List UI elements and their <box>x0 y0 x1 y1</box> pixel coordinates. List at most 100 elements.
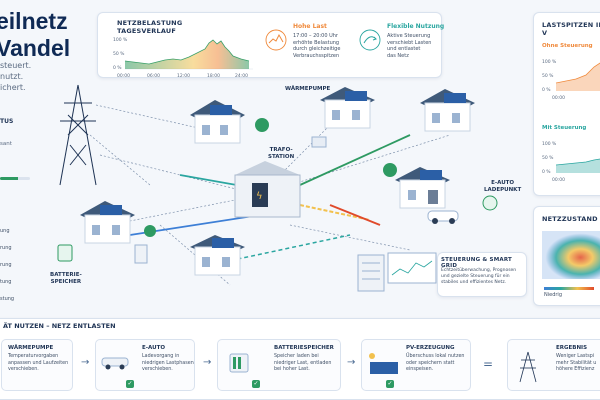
station-label-line: STATION <box>268 154 295 160</box>
benefit-title: PV-ERZEUGUNG <box>406 345 455 351</box>
high-load-line: Verbrauchsspitzen <box>293 52 340 59</box>
x-tick: 18:00 <box>207 73 220 79</box>
load-title-line: NETZBELASTUNG <box>117 19 183 27</box>
heat-pump-label: WÄRMEPUMPE <box>285 86 331 92</box>
solar-panel-icon <box>369 353 398 374</box>
battery-badge-icon <box>57 244 73 262</box>
benefit-text: Ladevorgang in niedrigen Lastphasen vers… <box>142 354 194 374</box>
benefit-line: niedrigen Lastphasen <box>142 360 194 366</box>
benefit-card-pv: ✓ PV-ERZEUGUNG Überschuss lokal nutzen o… <box>361 339 471 391</box>
high-load-title: Hohe Last <box>293 23 327 30</box>
station-label-line: TRAFO- <box>269 147 293 153</box>
battery-label-line: SPEICHER <box>50 279 82 285</box>
benefit-line: Speicher laden bei <box>274 354 319 359</box>
benefit-card-heatpump: WÄRMEPUMPE Temperaturvorgaben anpassen u… <box>1 339 73 391</box>
high-load-line: erhöhte Belastung <box>293 39 340 46</box>
status-bar-fill <box>0 177 18 180</box>
legend-low-label: Niedrig <box>544 292 562 298</box>
y-tick: 0 % <box>542 169 551 175</box>
battery-label: BATTERIE- SPEICHER <box>50 272 82 286</box>
subtitle-line: nutzt. <box>0 72 24 81</box>
benefit-line: einspeisen. <box>406 367 434 373</box>
x-tick: 00:00 <box>552 95 565 101</box>
with-control-label: Mit Steuerung <box>542 125 587 131</box>
grid-heatmap <box>542 231 600 279</box>
benefit-title: ERGEBNIS <box>556 345 588 351</box>
flexible-line: das Netz <box>387 52 409 59</box>
x-tick: 06:00 <box>147 73 160 79</box>
x-tick: 00:00 <box>552 177 565 183</box>
side-label: ung <box>0 228 10 234</box>
without-control-label: Ohne Steuerung <box>542 43 593 49</box>
arrow-right-icon: → <box>81 357 90 368</box>
y-tick: 50 % <box>113 51 125 57</box>
transformer-station-label: TRAFO- STATION <box>268 147 294 161</box>
side-label: rung <box>0 262 12 268</box>
load-profile-card: NETZBELASTUNG TAGESVERLAUF 100 % 50 % 0 … <box>97 12 444 79</box>
equals-sign: = <box>483 357 494 371</box>
load-area <box>125 40 249 69</box>
high-load-info: Hohe Last 17:00 – 20:00 Uhr erhöhte Bela… <box>265 23 361 59</box>
area <box>556 159 600 173</box>
smart-grid-title: STEUERUNG & SMART GRID <box>441 257 512 269</box>
benefit-text: Weniger Lastspi mehr Stabilität u höhere… <box>556 354 596 374</box>
svg-text:ϟ: ϟ <box>256 191 263 202</box>
battery-label-line: BATTERIE- <box>50 272 82 278</box>
benefit-line: Ladevorgang in <box>142 354 180 359</box>
benefit-title: BATTERIESPEICHER <box>274 345 334 351</box>
arrow-right-icon: → <box>347 357 356 368</box>
tree-icon <box>255 118 269 132</box>
server-rack-icon <box>357 254 385 292</box>
ev-label-line: LADEPUNKT <box>484 187 522 193</box>
house-top-center-icon <box>320 87 375 129</box>
smart-grid-line: Echtzeitüberwachung, Prognosen <box>441 268 517 273</box>
benefit-card-battery: ✓ BATTERIESPEICHER Speicher laden bei ni… <box>217 339 341 391</box>
load-title-line: TAGESVERLAUF <box>117 27 176 35</box>
smart-grid-text: Echtzeitüberwachung, Prognosen und gezie… <box>441 268 527 286</box>
subtitle-line: ichert. <box>0 83 26 92</box>
battery-icon <box>229 353 249 373</box>
car-icon <box>101 357 129 370</box>
without-control-chart: 100 % 50 % 0 % 00:00 <box>542 59 600 101</box>
smart-grid-line: und gezielte Steuerung für ein <box>441 274 510 279</box>
flow-line-green <box>299 134 411 186</box>
flexible-title: Flexible Nutzung <box>387 23 445 30</box>
benefit-line: Überschuss lokal nutzen <box>406 354 465 359</box>
heatmap-field <box>542 231 600 279</box>
benefit-text: Temperaturvorgaben anpassen und Laufzeit… <box>8 354 68 374</box>
smart-grid-card: STEUERUNG & SMART GRID Echtzeitüberwachu… <box>437 252 527 297</box>
grid-state-card: NETZZUSTAND Niedrig <box>533 206 600 306</box>
benefit-line: verschieben. <box>142 367 173 373</box>
status-sub: sant <box>0 141 12 147</box>
power-pylon-icon <box>59 84 97 186</box>
legend-bar <box>544 287 594 290</box>
peaks-card: LASTSPITZEN IM V Ohne Steuerung 100 % 50… <box>533 12 600 196</box>
peaks-title: LASTSPITZEN IM V <box>542 21 600 37</box>
x-tick: 12:00 <box>177 73 190 79</box>
page-subtitle: steuert. nutzt. ichert. <box>0 60 31 93</box>
peak-icon <box>265 29 287 51</box>
load-chart: 100 % 50 % 0 % 00:00 06:00 12:00 18:00 2… <box>113 37 253 79</box>
with-control-chart: 100 % 50 % 0 % 00:00 <box>542 141 600 183</box>
arrow-right-icon: → <box>203 357 212 368</box>
load-profile-title: NETZBELASTUNG TAGESVERLAUF <box>117 19 182 35</box>
power-pylon-icon <box>519 351 537 383</box>
y-tick: 50 % <box>542 73 554 79</box>
flexible-usage-info: Flexible Nutzung Aktive Steuerung versch… <box>359 23 455 59</box>
line <box>555 158 600 166</box>
side-labels: ung rung rung tung stung <box>0 228 14 313</box>
benefit-line: anpassen und Laufzeiten <box>8 360 69 366</box>
y-tick: 100 % <box>542 59 557 65</box>
flex-icon <box>359 29 381 51</box>
benefit-card-ev: ✓ E-AUTO Ladevorgang in niedrigen Lastph… <box>95 339 195 391</box>
house-top-right-icon <box>420 89 475 132</box>
benefit-title: E-AUTO <box>142 345 166 351</box>
benefit-text: Speicher laden bei niedriger Last, entla… <box>274 354 331 374</box>
benefit-line: höhere Effizienz <box>556 367 595 373</box>
tree-icon <box>144 225 156 237</box>
tree-icon <box>383 163 397 177</box>
benefit-title: WÄRMEPUMPE <box>8 345 54 351</box>
benefit-line: verschieben. <box>8 367 39 373</box>
load-line <box>124 39 250 65</box>
status-panel: TUS sant <box>0 118 40 180</box>
